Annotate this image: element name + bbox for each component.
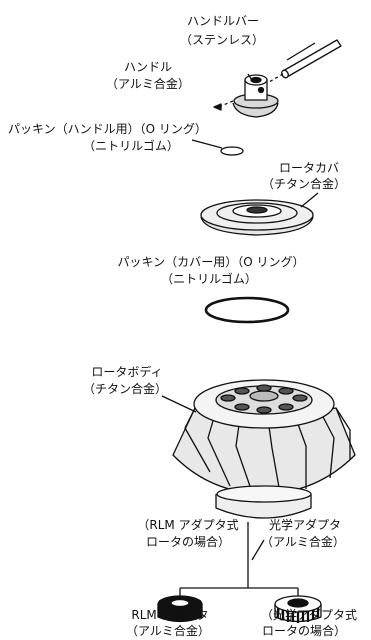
handle-bar-material-label: （ステンレス） — [179, 33, 265, 47]
rotor-cover-label: ロータカバ — [278, 161, 340, 175]
cover-packing-material-label: （ニトリルゴム） — [161, 272, 257, 286]
handle-packing-label: パッキン（ハンドル用）（O リング） — [8, 122, 207, 136]
rotor-body-label: ロータボディ — [91, 365, 163, 379]
cover-packing-part — [204, 296, 290, 324]
rlm-adapter-part — [157, 595, 203, 623]
rotor-cover-material-label: （チタン合金） — [261, 177, 347, 191]
handle-part — [213, 73, 279, 118]
handle-packing-material-label: （ニトリルゴム） — [83, 139, 179, 153]
handle-material-label: （アルミ合金） — [106, 77, 190, 91]
optical-adapter-part — [274, 595, 322, 623]
rotor-body-part — [161, 379, 356, 519]
optical-case-label-line1: （光学アダプタ式 — [260, 608, 358, 622]
rotor-cover-part — [200, 192, 319, 236]
rlm-case-label-line1: （RLM アダプタ式 — [137, 518, 239, 532]
optical-adapter-label: 光学アダプタ — [268, 518, 342, 532]
handle-packing-part — [191, 139, 244, 156]
rotor-body-material-label: （チタン合金） — [82, 382, 168, 396]
optical-adapter-material-label: （アルミ合金） — [261, 535, 345, 549]
rlm-case-label-line2: ロータの場合） — [145, 535, 231, 549]
optical-case-label-line2: ロータの場合） — [261, 624, 347, 638]
rlm-adapter-material-label: （アルミ合金） — [126, 624, 210, 638]
handle-label: ハンドル — [123, 60, 173, 74]
adapter-leader-lines — [179, 522, 299, 597]
handle-bar-part — [261, 39, 342, 87]
handle-bar-label: ハンドルバー — [186, 14, 260, 28]
rlm-adapter-label: RLM アダプタ — [131, 608, 209, 622]
cover-packing-label: パッキン（カバー用）（O リング） — [117, 255, 305, 269]
